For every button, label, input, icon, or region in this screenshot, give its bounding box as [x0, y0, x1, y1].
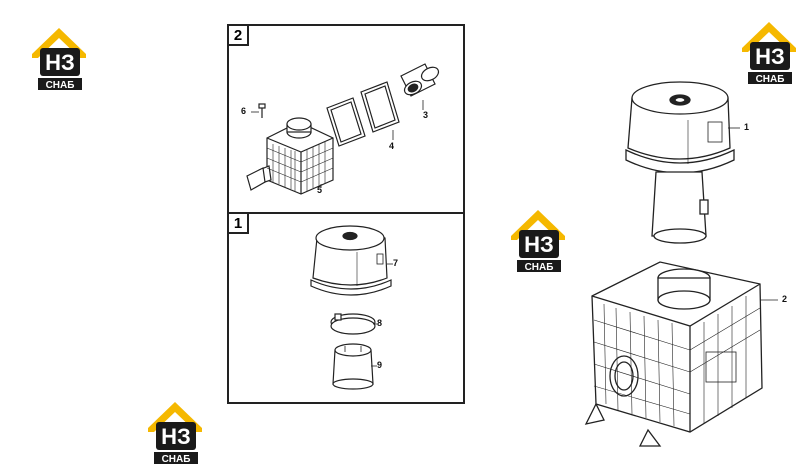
watermark-logo-top-left: НЗ СНАБ — [28, 24, 90, 96]
gasket-frame-part — [326, 81, 400, 147]
svg-text:СНАБ: СНАБ — [756, 74, 785, 85]
watermark-logo-bottom-left: НЗ СНАБ — [144, 398, 206, 470]
house-logo-icon: НЗ СНАБ — [742, 22, 796, 85]
callout-4: 4 — [389, 141, 395, 151]
svg-text:СНАБ: СНАБ — [525, 262, 554, 273]
assembled-cap-part — [625, 81, 735, 174]
bolt-part — [258, 103, 266, 118]
panel-2-exploded-view: 2 — [227, 24, 465, 214]
callout-leader-lines — [371, 263, 393, 367]
svg-text:СНАБ: СНАБ — [46, 80, 75, 91]
precleaner-kit-drawing — [310, 225, 393, 390]
house-logo-icon: НЗ СНАБ — [511, 210, 565, 273]
filter-cartridge-part — [400, 63, 440, 97]
svg-text:СНАБ: СНАБ — [162, 454, 191, 465]
callout-5: 5 — [317, 185, 323, 195]
callout-3: 3 — [423, 110, 429, 120]
callout-6: 6 — [241, 106, 247, 116]
filter-housing-part — [246, 117, 334, 195]
adapter-sleeve-part — [332, 343, 374, 390]
inlet-tube-part — [651, 171, 709, 244]
svg-text:НЗ: НЗ — [161, 424, 191, 449]
assembled-housing-part — [584, 261, 763, 447]
callout-leader-lines — [728, 127, 778, 301]
callout-8: 8 — [377, 318, 383, 328]
house-logo-icon: НЗ СНАБ — [148, 402, 202, 465]
filter-exploded-drawing — [246, 63, 440, 195]
svg-text:НЗ: НЗ — [755, 44, 785, 69]
callout-leader-lines — [251, 100, 424, 188]
panel-1-precleaner-kit: 1 — [227, 212, 465, 404]
precleaner-cap-part — [310, 225, 392, 296]
svg-text:НЗ: НЗ — [45, 50, 75, 75]
watermark-logo-top-right: НЗ СНАБ — [738, 18, 800, 90]
house-logo-icon: НЗ СНАБ — [32, 28, 86, 91]
watermark-logo-middle: НЗ СНАБ — [507, 206, 569, 278]
hose-clamp-part — [330, 313, 376, 335]
callout-7: 7 — [393, 258, 399, 268]
callout-1: 1 — [744, 122, 750, 132]
callout-9: 9 — [377, 360, 383, 370]
panel-number: 2 — [229, 26, 249, 46]
svg-text:НЗ: НЗ — [524, 232, 554, 257]
callout-2: 2 — [782, 294, 788, 304]
panel-number: 1 — [229, 214, 249, 234]
